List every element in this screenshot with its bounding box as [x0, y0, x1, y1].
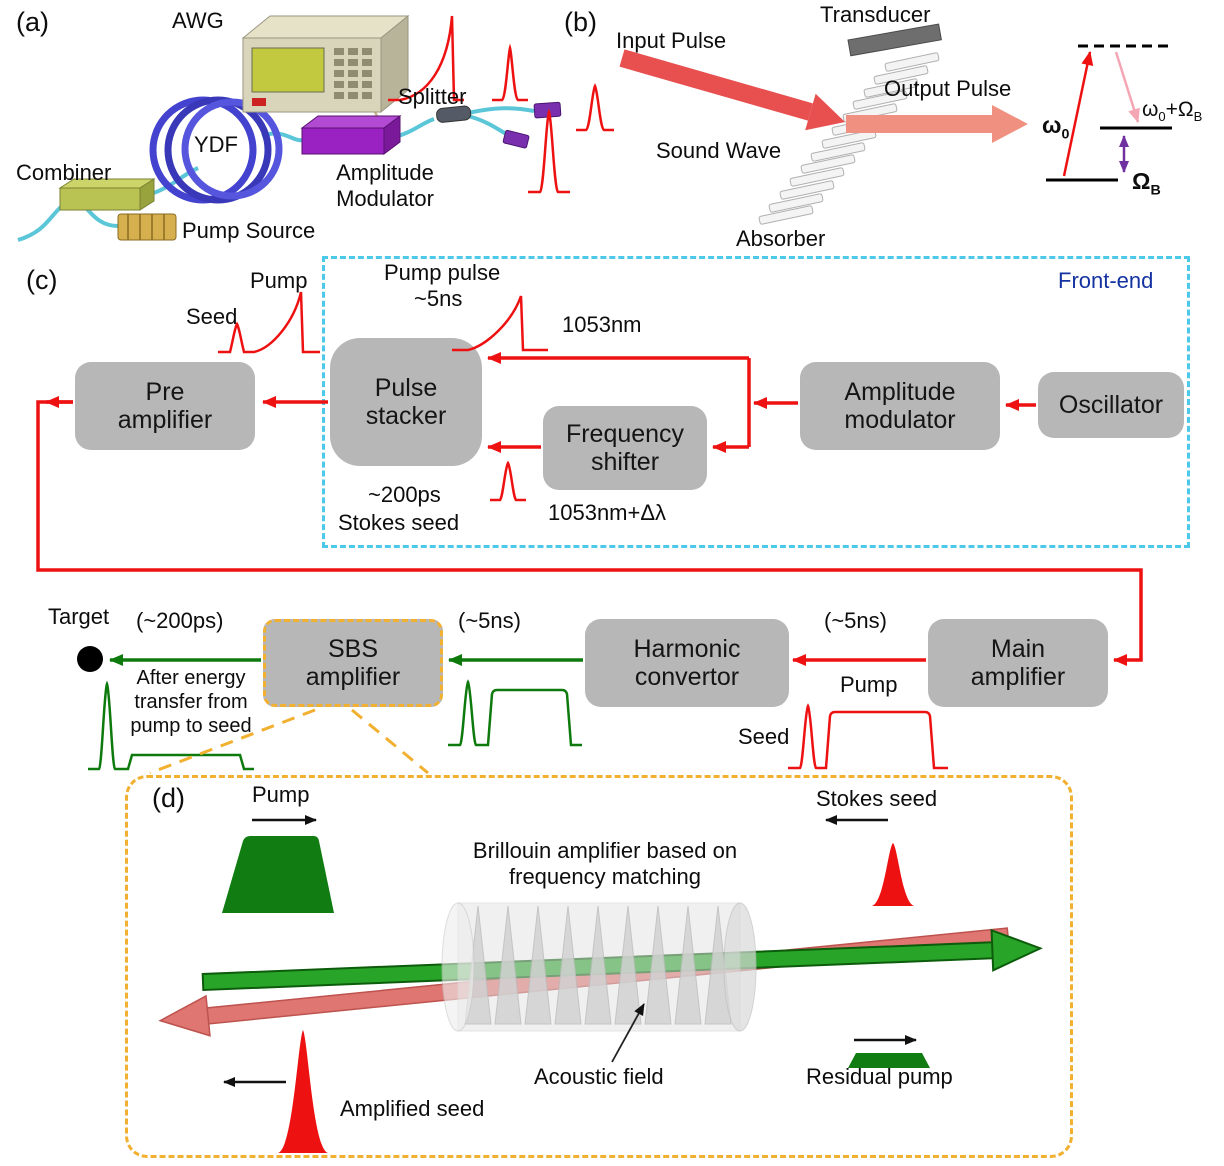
target-dot [77, 646, 103, 672]
after-transfer-note: After energy transfer from pump to seed [130, 667, 252, 737]
pump-source-device [117, 213, 177, 241]
box-harmonic-convertor: Harmonic convertor [585, 619, 789, 707]
omega-plus-rest: +Ω [1165, 98, 1194, 122]
omega-plus-base: ω [1142, 98, 1159, 122]
panel-c-green-waveforms [88, 679, 582, 771]
awg-device [241, 14, 410, 132]
acoustic-field-label: Acoustic field [534, 1064, 664, 1089]
box-harmonic-convertor-label: Harmonic convertor [633, 634, 741, 692]
panel-d-letter: (d) [152, 783, 185, 813]
pump-trapezoid [222, 836, 334, 913]
box-sbs-amplifier: SBS amplifier [263, 619, 443, 707]
box-pre-amplifier: Pre amplifier [75, 362, 255, 450]
splitter-device [436, 101, 562, 149]
wavelength-1053-delta-label: 1053nm+Δλ [548, 500, 667, 525]
stokes-seed-pulse [872, 843, 914, 906]
pump-source-label: Pump Source [182, 218, 316, 243]
stokes-seed-label: Stokes seed [338, 510, 460, 535]
box-pulse-stacker-label: Pulse stacker [365, 373, 447, 431]
omega-plus-sub: 0 [1158, 109, 1166, 125]
omega0-plus-omegaB-label: ω0+ΩB [1142, 72, 1202, 125]
pump2-label: Pump [840, 672, 898, 697]
seed2-label: Seed [738, 724, 790, 749]
sbs-callout-lines [149, 708, 429, 775]
sound-wave-ladder [758, 52, 940, 225]
target-label: Target [48, 604, 110, 629]
output-pulse-label: Output Pulse [884, 76, 1012, 101]
amplitude-modulator-device [300, 115, 402, 155]
duration-5ns-b-label: (~5ns) [824, 608, 887, 633]
duration-5ns-a-label: (~5ns) [458, 608, 521, 633]
panel-c-red-waveforms [218, 291, 948, 770]
box-main-amplifier-label: Main amplifier [970, 634, 1066, 692]
box-amplitude-modulator: Amplitude modulator [800, 362, 1000, 450]
box-main-amplifier: Main amplifier [928, 619, 1108, 707]
fiber-lines [17, 106, 535, 242]
omegaB-label: ΩB [1132, 140, 1161, 199]
wavelength-1053-label: 1053nm [562, 312, 642, 337]
brillouin-title: Brillouin amplifier based on frequency m… [472, 838, 738, 890]
combiner-device [58, 178, 156, 211]
box-oscillator: Oscillator [1038, 372, 1184, 438]
amplitude-modulator-label: Amplitude Modulator [336, 160, 434, 212]
front-end-label: Front-end [1058, 268, 1154, 293]
energy-level-diagram [1046, 44, 1172, 182]
omega0-transition-arrow [1062, 51, 1094, 177]
box-amplitude-modulator-label: Amplitude modulator [844, 377, 956, 435]
pump-pulse-5ns-label: ~5ns [414, 286, 463, 311]
acoustic-field-pointer [611, 1003, 645, 1063]
awg-buttons [334, 48, 372, 99]
box-frequency-shifter: Frequency shifter [543, 406, 707, 490]
omega0-label: ω0 [1042, 84, 1069, 143]
omegaB-sub: B [1150, 182, 1161, 199]
output-pulse-arrow [846, 105, 1028, 143]
splitter-label: Splitter [398, 84, 467, 109]
residual-pump-label: Residual pump [806, 1064, 953, 1089]
ydf-coil [149, 96, 283, 204]
amplified-seed-label: Amplified seed [340, 1096, 485, 1121]
omega0-base: ω [1042, 111, 1062, 138]
panel-c-letter: (c) [26, 265, 58, 295]
input-pulse-label: Input Pulse [616, 28, 727, 53]
box-pulse-stacker: Pulse stacker [330, 338, 482, 466]
box-pre-amplifier-label: Pre amplifier [117, 377, 213, 435]
pump-pulse-label: Pump pulse [384, 260, 501, 285]
omegaB-base: Ω [1132, 167, 1151, 194]
absorber-label: Absorber [736, 226, 826, 251]
box-frequency-shifter-label: Frequency shifter [565, 419, 685, 477]
panel-d-pump-label: Pump [252, 782, 310, 807]
transducer-label: Transducer [820, 2, 931, 27]
input-pulse-arrow [619, 49, 846, 131]
box-sbs-amplifier-label: SBS amplifier [305, 634, 401, 692]
panel-a-waveforms [388, 15, 570, 194]
combiner-label: Combiner [16, 160, 112, 185]
seed-label: Seed [186, 304, 238, 329]
awg-label: AWG [172, 8, 224, 33]
box-oscillator-label: Oscillator [1058, 390, 1164, 419]
acoustic-field-cylinder [441, 902, 757, 1032]
sound-wave-label: Sound Wave [656, 138, 782, 163]
red-flow-lines [36, 352, 1143, 666]
duration-200ps-label: (~200ps) [136, 608, 224, 633]
ydf-label: YDF [194, 132, 238, 157]
omega0-sub: 0 [1061, 126, 1070, 143]
residual-pump-shape [848, 1053, 930, 1068]
panel-d-stokes-seed-label: Stokes seed [816, 786, 938, 811]
panel-a-letter: (a) [16, 7, 49, 37]
omega-plus-rest-sub: B [1193, 109, 1203, 125]
panel-b-letter: (b) [564, 7, 597, 37]
200ps-label: ~200ps [368, 482, 441, 507]
stokes-transition-arrow [1114, 51, 1140, 123]
transducer-bar [847, 23, 942, 57]
amplified-seed-pulse [278, 1030, 328, 1153]
panel-d-dashed-box [125, 775, 1073, 1158]
input-pulse-waveform [576, 83, 614, 132]
pump-label: Pump [250, 268, 308, 293]
